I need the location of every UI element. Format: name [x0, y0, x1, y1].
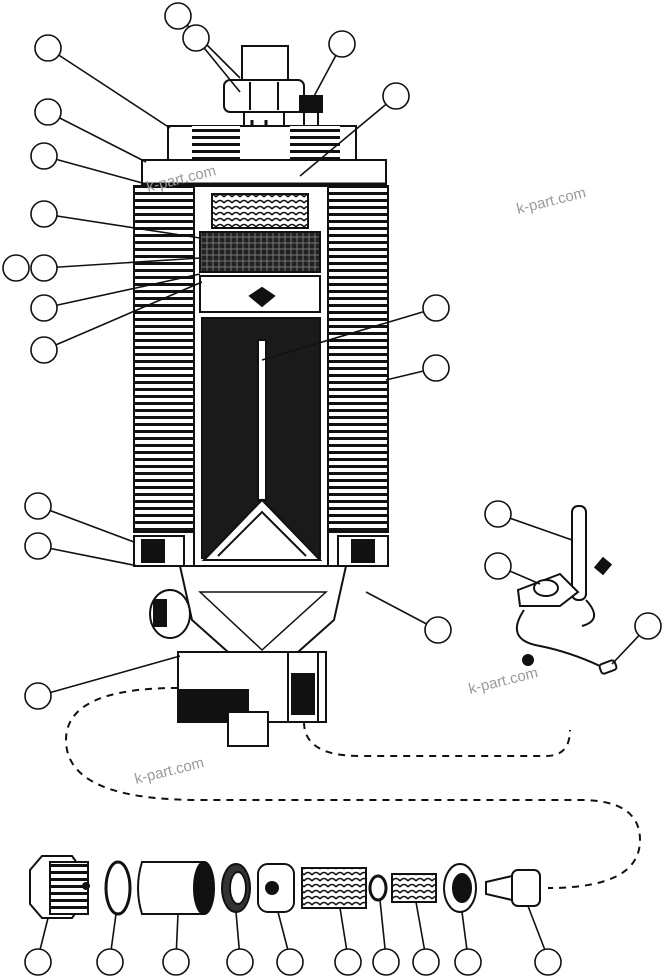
callout-circle	[30, 254, 58, 282]
washer	[368, 874, 388, 902]
callout-circle	[182, 24, 210, 52]
center-rod	[257, 339, 267, 501]
filter-housing-assembly	[133, 45, 389, 747]
explosion-path	[64, 687, 642, 889]
cone-baffle	[201, 498, 323, 561]
callout-circle	[276, 948, 304, 976]
callout-circle	[634, 612, 662, 640]
callout-circle	[372, 948, 400, 976]
callout-circle	[226, 948, 254, 976]
small-spring	[391, 873, 437, 903]
body-fins-right	[321, 185, 389, 533]
heater-rod	[571, 505, 587, 601]
callout-circle	[24, 948, 52, 976]
callout-circle	[34, 34, 62, 62]
large-spring	[301, 867, 367, 909]
callout-circle	[334, 948, 362, 976]
callout-circle	[30, 294, 58, 322]
callout-circle	[24, 492, 52, 520]
o-ring	[104, 860, 132, 916]
heater-wire	[515, 609, 601, 667]
callout-circle	[30, 142, 58, 170]
cover-bolt	[299, 95, 323, 113]
watermark-text: k-part.com	[467, 664, 540, 698]
watermark-text: k-part.com	[133, 754, 206, 788]
body-fins-left	[133, 185, 201, 533]
callout-circle	[422, 354, 450, 382]
top-fitting	[241, 45, 289, 83]
callout-circle	[96, 948, 124, 976]
callout-circle	[484, 552, 512, 580]
callout-circle	[412, 948, 440, 976]
callout-circle	[34, 98, 62, 126]
drain-plug	[227, 711, 269, 747]
callout-circle	[422, 294, 450, 322]
watermark-text: k-part.com	[515, 184, 588, 218]
plunger	[485, 874, 513, 902]
callout-circle	[162, 948, 190, 976]
top-hex-nut	[223, 79, 305, 113]
callout-circle	[534, 948, 562, 976]
callout-circle	[30, 336, 58, 364]
callout-circle	[484, 500, 512, 528]
callout-circle	[164, 2, 192, 30]
callout-circle	[382, 82, 410, 110]
callout-circle	[24, 682, 52, 710]
callout-circle	[424, 616, 452, 644]
filter-element	[199, 231, 321, 273]
callout-circle	[2, 254, 30, 282]
exploded-parts-row	[29, 855, 541, 919]
callout-circle	[328, 30, 356, 58]
cover-flange	[141, 159, 387, 185]
callout-circle	[24, 532, 52, 560]
heater-detail	[515, 505, 618, 675]
coil-spring-top	[211, 193, 309, 229]
callout-circle	[30, 200, 58, 228]
callout-circle	[454, 948, 482, 976]
